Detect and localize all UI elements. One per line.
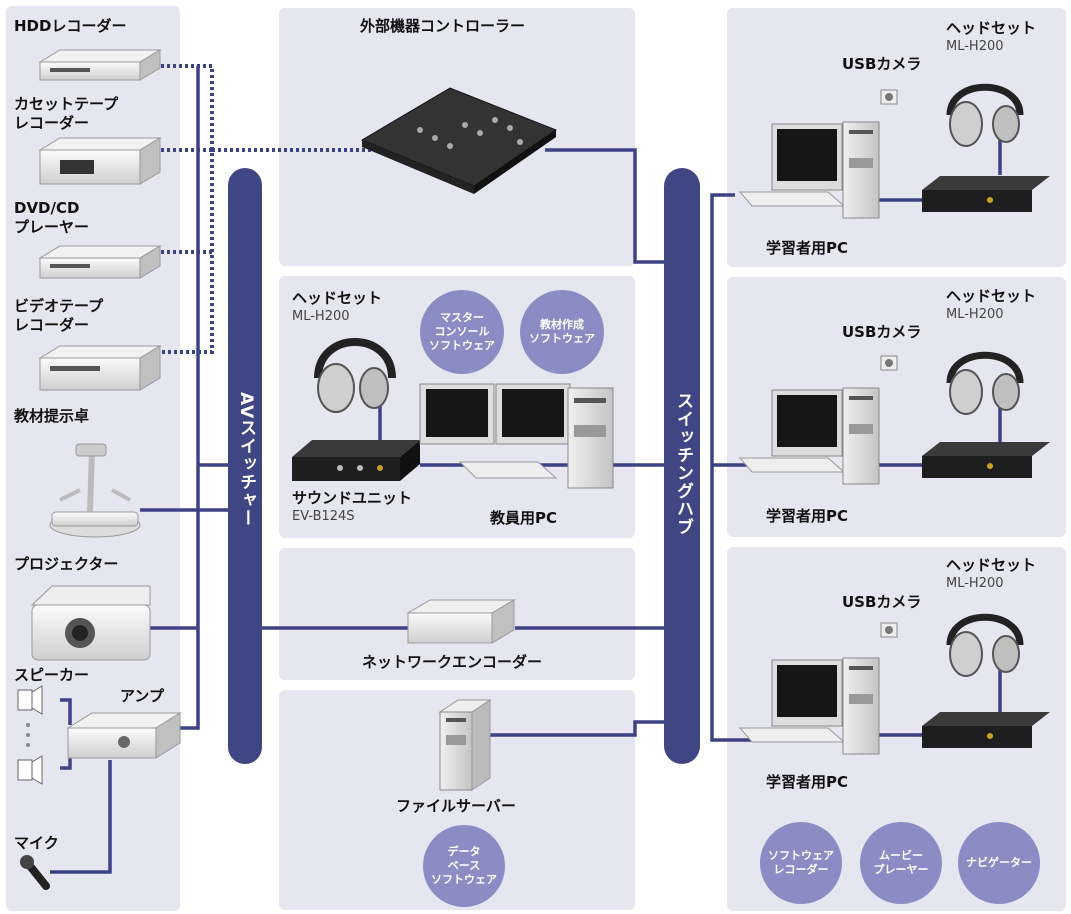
student2-headset-model: ML-H200 xyxy=(946,307,1004,322)
projector-device xyxy=(30,585,151,661)
sound-unit-label: サウンドユニット xyxy=(292,489,413,507)
dvd-player-device xyxy=(38,245,162,279)
av-switcher-bar xyxy=(228,168,262,764)
switching-hub-bar xyxy=(664,168,700,764)
material-creation-software-badge: 教材作成 ソフトウェア xyxy=(520,290,604,374)
student3-pc-label: 学習者用PC xyxy=(766,773,849,791)
student3-headset-label: ヘッドセット xyxy=(946,556,1037,574)
teacher-pc-device xyxy=(419,383,614,489)
file-server-device xyxy=(438,699,492,791)
dotted-control-lines xyxy=(155,64,372,354)
sound-unit-model: EV-B124S xyxy=(292,509,355,524)
controller-device xyxy=(360,87,558,194)
student1-headset-label: ヘッドセット xyxy=(946,19,1037,37)
student-station-2 xyxy=(738,351,1050,485)
network-encoder-label: ネットワークエンコーダー xyxy=(362,653,543,671)
teacher-headset-label: ヘッドセット xyxy=(292,289,383,307)
amplifier-device xyxy=(66,712,182,759)
software-recorder-badge: ソフトウェア レコーダー xyxy=(760,822,842,904)
movie-player-badge: ムービー プレーヤー xyxy=(860,822,942,904)
speaker-icons xyxy=(17,685,43,785)
teacher-headset-device xyxy=(314,338,396,413)
dvd-player-label-2: プレーヤー xyxy=(14,218,90,236)
database-software-badge: データ ベース ソフトウェア xyxy=(423,825,505,907)
av-switcher-label: AVスイッチャー xyxy=(236,392,256,528)
switching-hub-label: スイッチングハブ xyxy=(673,392,693,536)
cassette-recorder-label-2: レコーダー xyxy=(14,114,90,132)
student1-camera-label: USBカメラ xyxy=(842,55,922,73)
file-server-label: ファイルサーバー xyxy=(396,797,516,815)
amp-label: アンプ xyxy=(120,687,164,705)
student-station-3 xyxy=(738,613,1050,755)
hdd-recorder-label: HDDレコーダー xyxy=(14,17,127,35)
student2-camera-label: USBカメラ xyxy=(842,323,922,341)
teacher-pc-label: 教員用PC xyxy=(490,509,558,527)
cassette-recorder-label-1: カセットテープ xyxy=(14,95,119,113)
video-recorder-label-2: レコーダー xyxy=(14,316,90,334)
teacher-headset-model: ML-H200 xyxy=(292,309,350,324)
cassette-recorder-device xyxy=(38,137,162,185)
student3-camera-label: USBカメラ xyxy=(842,593,922,611)
student3-headset-model: ML-H200 xyxy=(946,576,1004,591)
microphone-device xyxy=(20,855,50,890)
speaker-label: スピーカー xyxy=(14,666,90,684)
student2-headset-label: ヘッドセット xyxy=(946,287,1037,305)
network-encoder-device xyxy=(406,599,516,644)
student2-pc-label: 学習者用PC xyxy=(766,507,849,525)
projector-label: プロジェクター xyxy=(14,555,119,573)
student1-headset-model: ML-H200 xyxy=(946,39,1004,54)
hdd-recorder-device xyxy=(38,49,162,81)
presenter-label: 教材提示卓 xyxy=(14,407,90,425)
document-camera-device xyxy=(49,443,141,538)
controller-title: 外部機器コントローラー xyxy=(360,17,526,35)
student-station-1 xyxy=(738,83,1050,219)
dvd-player-label-1: DVD/CD xyxy=(14,199,80,217)
video-recorder-label-1: ビデオテープ xyxy=(14,297,104,315)
speaker-dots xyxy=(26,723,30,747)
teacher-sound-unit-device xyxy=(292,440,420,481)
connection-lines xyxy=(50,66,1002,874)
navigator-badge: ナビゲーター xyxy=(958,822,1040,904)
master-console-software-badge: マスター コンソール ソフトウェア xyxy=(420,290,504,374)
mic-label: マイク xyxy=(14,834,59,852)
student1-pc-label: 学習者用PC xyxy=(766,239,849,257)
video-recorder-device xyxy=(38,345,162,391)
